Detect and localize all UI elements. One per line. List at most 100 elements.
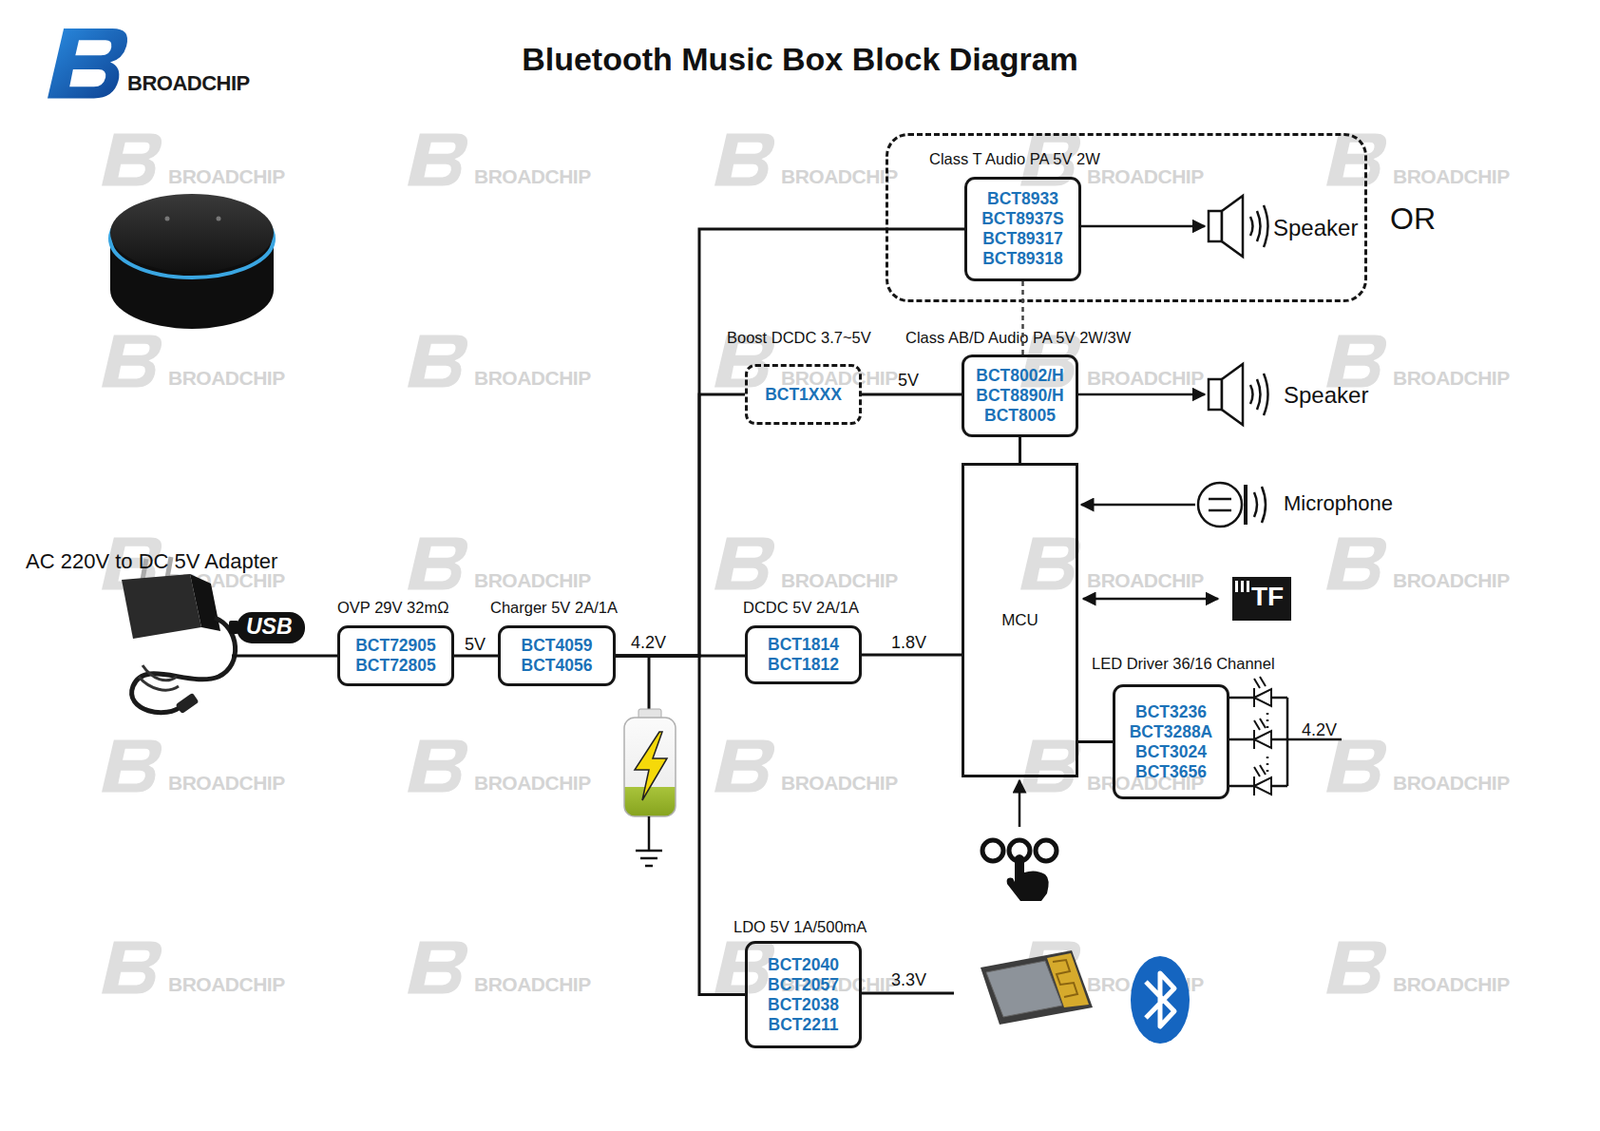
battery-body <box>624 717 676 817</box>
box-body: MCU <box>964 465 1076 775</box>
ground-symbol <box>645 864 653 868</box>
block-heading: Class AB/D Audio PA 5V 2W/3W <box>905 327 1131 347</box>
audio-arrow <box>1078 393 1205 397</box>
voltage-label: 5V <box>464 633 486 655</box>
button-dot <box>216 216 222 222</box>
ground-wire <box>647 816 651 851</box>
part-numbers: BCT1XXX <box>761 384 845 405</box>
led-symbol <box>1254 676 1272 707</box>
smart-speaker-illustration <box>110 193 274 329</box>
chip-box: Class AB/D Audio PA 5V 2W/3WBCT8002/H BC… <box>961 354 1079 438</box>
watermark-logo <box>1326 335 1387 388</box>
adapter-illustration <box>121 556 236 714</box>
bluetooth-module <box>980 950 1093 1025</box>
logo-text: BROADCHIP <box>127 71 250 96</box>
mic-arrow <box>1081 503 1196 507</box>
watermark-logo <box>1326 740 1387 793</box>
chip-box: LED Driver 36/16 ChannelBCT3236 BCT3288A… <box>1112 684 1230 800</box>
button-dot <box>165 216 171 222</box>
watermark-logo <box>1326 133 1387 187</box>
button-circle <box>1035 839 1057 861</box>
watermark-logo <box>714 537 775 591</box>
usb-badge-text: USB <box>246 613 293 639</box>
adapter-cable <box>132 617 236 713</box>
speaker-magnet <box>1208 379 1222 410</box>
watermark-text: BROADCHIP <box>474 366 591 390</box>
led-symbol <box>1254 764 1272 796</box>
watermark-text: BROADCHIP <box>474 771 591 795</box>
module-board <box>980 950 1093 1025</box>
card-pin <box>1246 580 1250 592</box>
battery-illustration <box>624 655 676 866</box>
watermark-text: BROADCHIP <box>474 165 591 189</box>
part-numbers: BCT8933 BCT8937S BCT89317 BCT89318 <box>967 189 1079 269</box>
mic-capsule <box>1198 482 1242 527</box>
watermark-logo <box>1326 941 1387 994</box>
speaker-cone <box>1221 195 1243 257</box>
watermark-text: BROADCHIP <box>1392 771 1510 795</box>
watermark-text: BROADCHIP <box>780 771 898 795</box>
tf-card <box>1232 576 1292 621</box>
watermark-text: BROADCHIP <box>168 771 286 795</box>
card-pin <box>1240 580 1244 592</box>
watermark-logos <box>101 133 1387 994</box>
part-numbers: BCT72905 BCT72805 <box>340 635 452 676</box>
mcu-block: MCU <box>961 462 1079 778</box>
watermark-logo <box>714 133 775 187</box>
company-logo <box>47 28 128 98</box>
power-wire <box>231 654 338 658</box>
watermark-text: BROADCHIP <box>780 165 898 189</box>
sound-waves <box>1250 205 1269 248</box>
chip-box: OVP 29V 32mΩBCT72905 BCT72805 <box>337 625 455 686</box>
block-heading: OVP 29V 32mΩ <box>337 597 450 617</box>
adapter-side <box>190 573 221 631</box>
box-body: BCT8933 BCT8937S BCT89317 BCT89318 <box>967 179 1079 279</box>
usb-badge <box>236 611 305 644</box>
watermark-logo <box>407 740 468 793</box>
watermark-text: BROADCHIP <box>474 972 591 996</box>
box-body: BCT72905 BCT72805 <box>340 628 452 684</box>
bluetooth-badge <box>1130 955 1190 1044</box>
watermark-logo <box>714 740 775 793</box>
watermark-logo <box>407 335 468 388</box>
chip-box: BCT8933 BCT8937S BCT89317 BCT89318 <box>964 176 1082 282</box>
mic-line <box>1208 497 1232 501</box>
box-body: BCT1814 BCT1812 <box>747 628 859 682</box>
module-antenna <box>1047 952 1089 1008</box>
part-numbers: BCT2040 BCT2057 BCT2038 BCT2211 <box>747 954 859 1035</box>
connector-line <box>1018 437 1022 463</box>
block-heading: Boost DCDC 3.7~5V <box>726 327 872 347</box>
watermark-logo <box>407 941 468 994</box>
connector-line <box>615 655 745 995</box>
speaker-cone <box>1221 363 1243 425</box>
adapter-face <box>121 573 202 639</box>
watermark-logo <box>101 740 162 793</box>
continuation-dots <box>1266 712 1270 772</box>
watermark-text: BROADCHIP <box>1392 569 1510 592</box>
connector-line <box>861 653 962 657</box>
watermark-text: BROADCHIP <box>168 366 286 390</box>
chip-box: DCDC 5V 2A/1ABCT1814 BCT1812 <box>744 625 862 685</box>
connector-line <box>615 394 745 656</box>
part-numbers: BCT1814 BCT1812 <box>747 634 859 675</box>
voltage-label: 4.2V <box>1301 720 1337 741</box>
watermark-text: BROADCHIP <box>780 569 898 592</box>
microphone-label: Microphone <box>1283 491 1393 515</box>
power-wire <box>861 991 954 995</box>
mic-bar <box>1243 484 1248 525</box>
watermark-logo <box>101 133 162 187</box>
audio-arrow <box>1078 225 1205 229</box>
voltage-label: 5V <box>897 369 919 391</box>
ground-symbol <box>635 849 663 853</box>
speaker-magnet <box>1208 210 1222 242</box>
speaker-symbol <box>1208 363 1269 425</box>
usb-badge-tab <box>228 620 239 634</box>
battery-wire <box>647 655 651 711</box>
led-array <box>1229 676 1342 796</box>
watermark-logo <box>407 133 468 187</box>
option-note: OR <box>1390 201 1436 237</box>
part-numbers: BCT8002/H BCT8890/H BCT8005 <box>964 365 1076 426</box>
box-body: BCT1XXX <box>747 366 859 422</box>
card-pin <box>1235 580 1239 592</box>
